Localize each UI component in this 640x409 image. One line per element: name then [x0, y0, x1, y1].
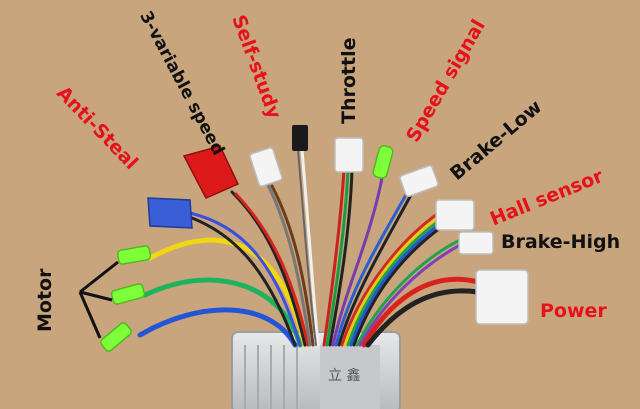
- speed3-connector: [249, 147, 283, 187]
- anti-steal-wire-black: [190, 216, 297, 347]
- self-study-connector: [182, 145, 240, 199]
- hall-wire-green: [346, 218, 442, 347]
- power-wire-black: [365, 288, 481, 348]
- brake-high-wire-green: [355, 238, 462, 347]
- brake-high-wire-purple: [358, 243, 462, 347]
- speed3-wire-gray: [266, 183, 312, 347]
- throttle-connector: [334, 137, 364, 173]
- motor-connector-2: [110, 283, 146, 305]
- throttle-wire-black: [328, 168, 354, 347]
- self-study-plug: [292, 125, 308, 151]
- throttle-wire-red: [322, 168, 346, 347]
- self-study-plug-wire-gray: [297, 149, 317, 346]
- motor-connector-1: [116, 245, 152, 265]
- anti-steal-wire-blue: [188, 211, 302, 347]
- hall-wire-black: [352, 226, 442, 347]
- speed-signal-wire-purple: [331, 176, 384, 347]
- brake-high-connector: [458, 231, 494, 255]
- power-wire-red: [361, 276, 481, 348]
- motor-pointer-lines: [78, 260, 119, 339]
- hall-wire-yellow: [343, 214, 442, 347]
- speed3-wire-brown: [270, 184, 315, 347]
- anti-steal-connector: [147, 197, 193, 229]
- power-connector: [475, 269, 529, 325]
- label-brake-high: Brake-High: [501, 231, 621, 253]
- controller-text: 立 鑫: [328, 367, 360, 384]
- self-study-wire-red: [234, 192, 310, 347]
- motor-wire-green: [142, 277, 303, 348]
- motor-connector-3: [100, 322, 132, 352]
- brake-low-connector: [399, 164, 439, 198]
- motor-wire-yellow: [147, 237, 308, 348]
- hall-connector: [435, 199, 475, 231]
- self-study-plug-wire-white: [300, 148, 320, 347]
- hall-wire-blue: [349, 222, 442, 347]
- controller-box: [231, 331, 401, 409]
- hall-wire-red: [340, 210, 442, 347]
- speed-signal-connector: [372, 145, 394, 179]
- label-power: Power: [540, 300, 607, 322]
- motor-wire-blue: [137, 307, 298, 348]
- brake-low-wire-blue: [334, 186, 412, 347]
- label-motor: Motor: [34, 268, 56, 332]
- label-throttle: Throttle: [338, 37, 360, 124]
- motor-connectors: [100, 245, 152, 352]
- brake-low-wire-black: [337, 191, 414, 347]
- throttle-wire-green: [325, 168, 350, 347]
- wires: [137, 148, 481, 348]
